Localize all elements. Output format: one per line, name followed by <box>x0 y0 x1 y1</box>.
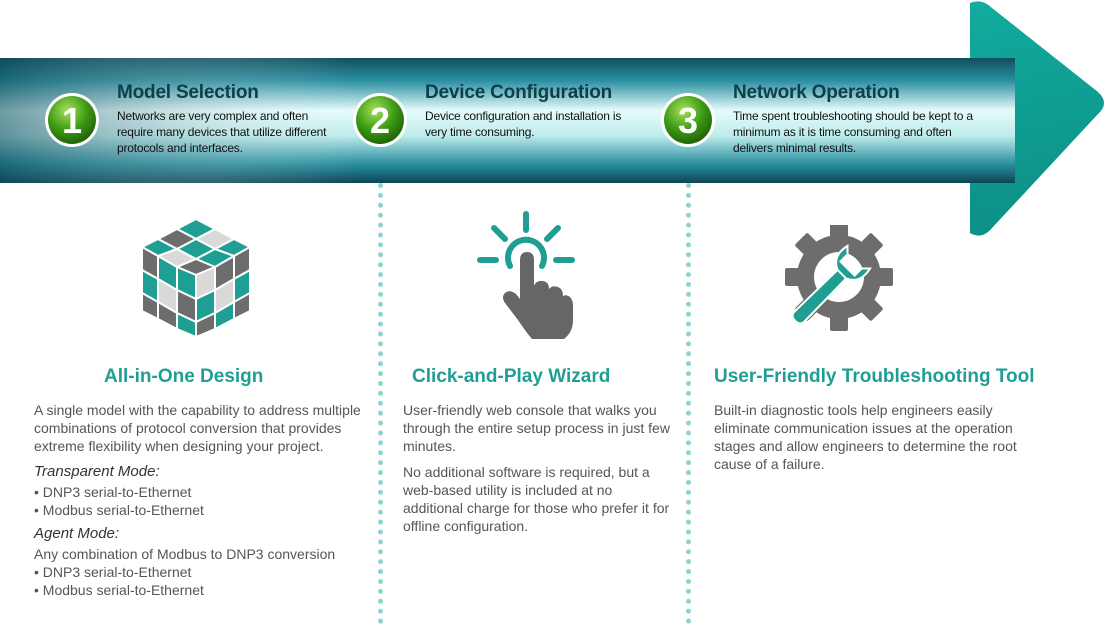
agent-mode-intro: Any combination of Modbus to DNP3 conver… <box>34 546 336 562</box>
list-item: • DNP3 serial-to-Ethernet <box>34 564 192 580</box>
transparent-mode-list: • DNP3 serial-to-Ethernet • Modbus seria… <box>34 483 369 519</box>
feature-description: Built-in diagnostic tools help engineers… <box>714 402 1017 472</box>
svg-text:1: 1 <box>62 100 82 141</box>
step-description: Time spent troubleshooting should be kep… <box>733 109 973 155</box>
feature-body-troubleshooting: Built-in diagnostic tools help engineers… <box>714 401 1034 481</box>
step-title: Network Operation <box>733 82 900 103</box>
step-description: Device configuration and installation is… <box>425 109 622 139</box>
mode-label-agent: Agent Mode: <box>34 525 120 542</box>
agent-mode-list: • DNP3 serial-to-Ethernet • Modbus seria… <box>34 563 369 599</box>
step-number-badge: 1 <box>45 93 99 147</box>
feature-title-all-in-one: All-in-One Design <box>104 366 264 387</box>
touch-click-icon <box>477 211 575 339</box>
feature-description-2: No additional software is required, but … <box>403 464 670 534</box>
feature-title-click-and-play: Click-and-Play Wizard <box>412 366 611 387</box>
column-divider <box>686 183 691 624</box>
list-item: • Modbus serial-to-Ethernet <box>34 582 204 598</box>
column-divider <box>378 183 383 624</box>
mode-label-transparent: Transparent Mode: <box>34 463 160 480</box>
svg-text:2: 2 <box>370 100 390 141</box>
feature-body-all-in-one: A single model with the capability to ad… <box>34 401 369 599</box>
step-title: Device Configuration <box>425 82 613 103</box>
list-item: • DNP3 serial-to-Ethernet <box>34 484 192 500</box>
list-item: • Modbus serial-to-Ethernet <box>34 502 204 518</box>
feature-description: User-friendly web console that walks you… <box>403 402 670 454</box>
cube-icon <box>141 218 251 338</box>
gear-wrench-icon <box>785 225 893 331</box>
step-number-badge: 2 <box>353 93 407 147</box>
step-description: Networks are very complex and often requ… <box>117 109 327 155</box>
step-title: Model Selection <box>117 82 259 103</box>
process-arrow-banner <box>0 1 1104 236</box>
step-number-badge: 3 <box>661 93 715 147</box>
feature-body-click-and-play: User-friendly web console that walks you… <box>403 401 673 543</box>
feature-title-troubleshooting: User-Friendly Troubleshooting Tool <box>714 366 1035 387</box>
feature-description: A single model with the capability to ad… <box>34 402 361 454</box>
svg-text:3: 3 <box>678 100 698 141</box>
